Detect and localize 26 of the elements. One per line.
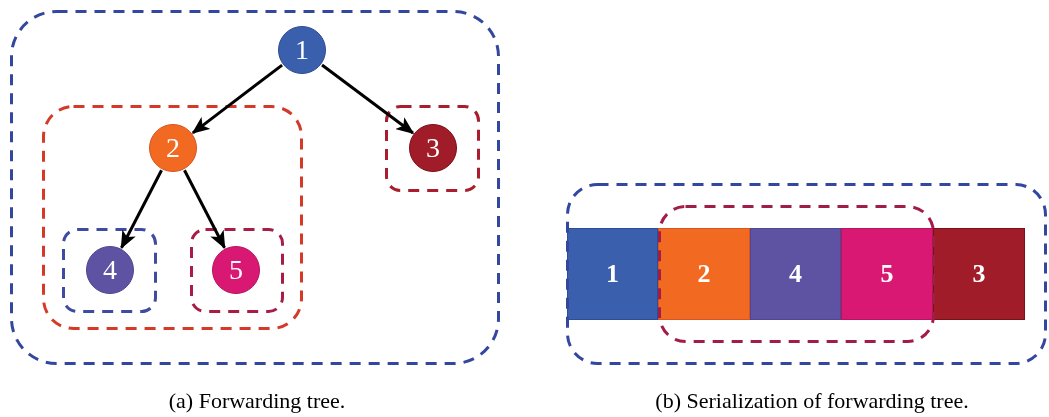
node-number: 1	[295, 36, 309, 64]
node-number: 4	[103, 256, 117, 284]
array-cell	[841, 228, 933, 320]
node-number: 2	[166, 134, 180, 162]
caption: (b) Serialization of forwarding tree.	[655, 388, 969, 414]
array-cell	[750, 228, 841, 320]
node-number: 5	[880, 261, 894, 287]
node-number: 5	[229, 256, 243, 284]
tree-node-circle	[212, 246, 260, 294]
node-number: 3	[972, 261, 986, 287]
arrow	[321, 63, 415, 135]
array-cell	[658, 228, 750, 320]
tree-node-circle	[86, 246, 134, 294]
array-cell	[567, 228, 658, 320]
tree-node-circle	[409, 124, 457, 172]
caption: (a) Forwarding tree.	[168, 388, 346, 414]
arrow	[183, 169, 226, 250]
node-number: 3	[426, 134, 440, 162]
node-number: 4	[789, 261, 802, 287]
tree-node-circle	[149, 124, 197, 172]
array-cell	[933, 228, 1025, 320]
tree-node-circle	[278, 26, 326, 74]
node-number: 2	[697, 261, 711, 287]
node-number: 1	[606, 261, 619, 287]
arrow	[191, 63, 283, 135]
arrow	[120, 169, 163, 250]
